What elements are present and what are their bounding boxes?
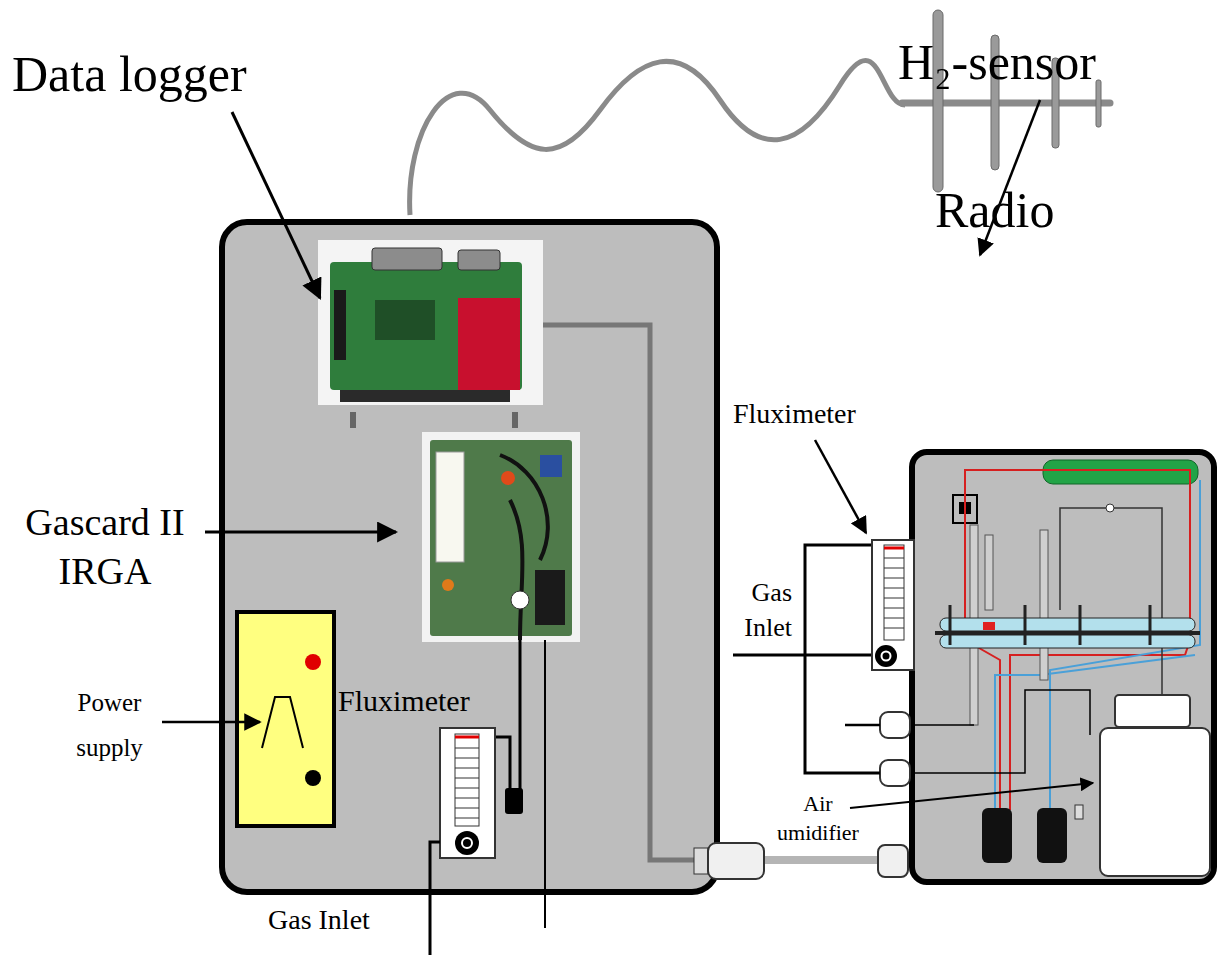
- board-mount: [340, 390, 510, 402]
- float: [455, 736, 479, 739]
- gas-tube: [495, 737, 510, 790]
- db9-connector: [458, 250, 500, 270]
- mounting-bolts: [950, 605, 1150, 645]
- part-label: Gas Inlet: [268, 904, 370, 936]
- humidifier-bottle: [1100, 728, 1210, 876]
- air-tube: [912, 724, 974, 726]
- main-enclosure: [222, 222, 717, 892]
- datalogger-photo: [318, 240, 543, 405]
- component: [501, 471, 515, 485]
- gas-tube: [805, 545, 880, 773]
- air-tube: [912, 690, 1090, 773]
- radio-cable: [410, 61, 905, 215]
- chip-array: [375, 300, 435, 340]
- air-tube: [1059, 530, 1061, 610]
- part-label: Data logger: [12, 46, 247, 104]
- pump: [535, 570, 565, 625]
- pcb: [330, 262, 522, 390]
- part-label: Gascard II IRGA: [5, 498, 205, 597]
- manifold-tube: [940, 635, 1195, 648]
- gas-inlet-tube: [733, 654, 872, 657]
- flow-tube: [455, 734, 479, 826]
- part-label: Power supply: [62, 680, 157, 770]
- cable-gland: [878, 845, 908, 877]
- flow-knob: [462, 838, 472, 848]
- leader-arrow: [850, 783, 1093, 808]
- irga-cell: [436, 452, 464, 562]
- sensor-rod: [985, 535, 993, 610]
- part-label: Fluximeter: [733, 398, 856, 430]
- db25-connector: [372, 248, 442, 270]
- leader-arrow: [162, 721, 260, 724]
- signal-cable: [543, 325, 700, 860]
- part-label: Gas Inlet: [716, 575, 792, 645]
- bottle-cap: [1115, 695, 1190, 727]
- pump: [1037, 808, 1067, 863]
- flowmeter: [440, 728, 495, 858]
- ribbon-connector: [334, 290, 346, 360]
- battery: [1043, 460, 1198, 484]
- component: [442, 579, 454, 591]
- leader-arrow: [232, 112, 320, 298]
- sensor-head: [983, 622, 995, 630]
- switch: [1075, 805, 1083, 819]
- component: [540, 455, 562, 477]
- flow-knob: [882, 652, 891, 661]
- terminal-positive: [305, 654, 321, 670]
- gas-outlet: [544, 640, 546, 928]
- part-label: Air umidifier: [768, 790, 868, 847]
- scale: [455, 748, 479, 818]
- tubing: [500, 455, 548, 640]
- tube-gland: [880, 712, 910, 738]
- pump: [982, 808, 1012, 863]
- part-label: Fluximeter: [338, 684, 470, 719]
- tube-joint: [1106, 504, 1114, 512]
- leader-arrow: [815, 440, 866, 533]
- flowmeter: [872, 540, 914, 670]
- tube-gland: [880, 760, 910, 786]
- irga-photo: [422, 432, 580, 642]
- sensor-rod: [1040, 530, 1048, 680]
- cable-gland: [708, 843, 764, 879]
- tube-connector: [505, 788, 523, 814]
- standoff: [350, 412, 356, 428]
- flow-knob: [875, 645, 897, 667]
- power-converter: [458, 298, 520, 390]
- leader-arrow: [205, 531, 396, 534]
- gas-tube: [845, 724, 880, 727]
- antenna-element: [1096, 80, 1101, 127]
- manifold-tube: [940, 618, 1195, 631]
- switch-symbol: [262, 697, 303, 748]
- flow-tube: [884, 545, 904, 640]
- cable-gland: [694, 848, 708, 874]
- scale: [884, 558, 904, 628]
- float: [884, 547, 904, 550]
- part-label: Radio: [935, 182, 1054, 240]
- gas-inlet-tube: [430, 842, 440, 955]
- pcb: [430, 440, 572, 636]
- sensor-enclosure: [912, 452, 1214, 882]
- filter: [511, 591, 529, 609]
- standoff: [512, 412, 518, 428]
- gas-tube: [519, 640, 522, 790]
- manifold-bar: [935, 631, 1200, 635]
- terminal-negative: [305, 770, 321, 786]
- part-label: H₂-sensor: [898, 34, 1096, 92]
- flow-knob: [455, 831, 479, 855]
- power-supply: [237, 612, 334, 826]
